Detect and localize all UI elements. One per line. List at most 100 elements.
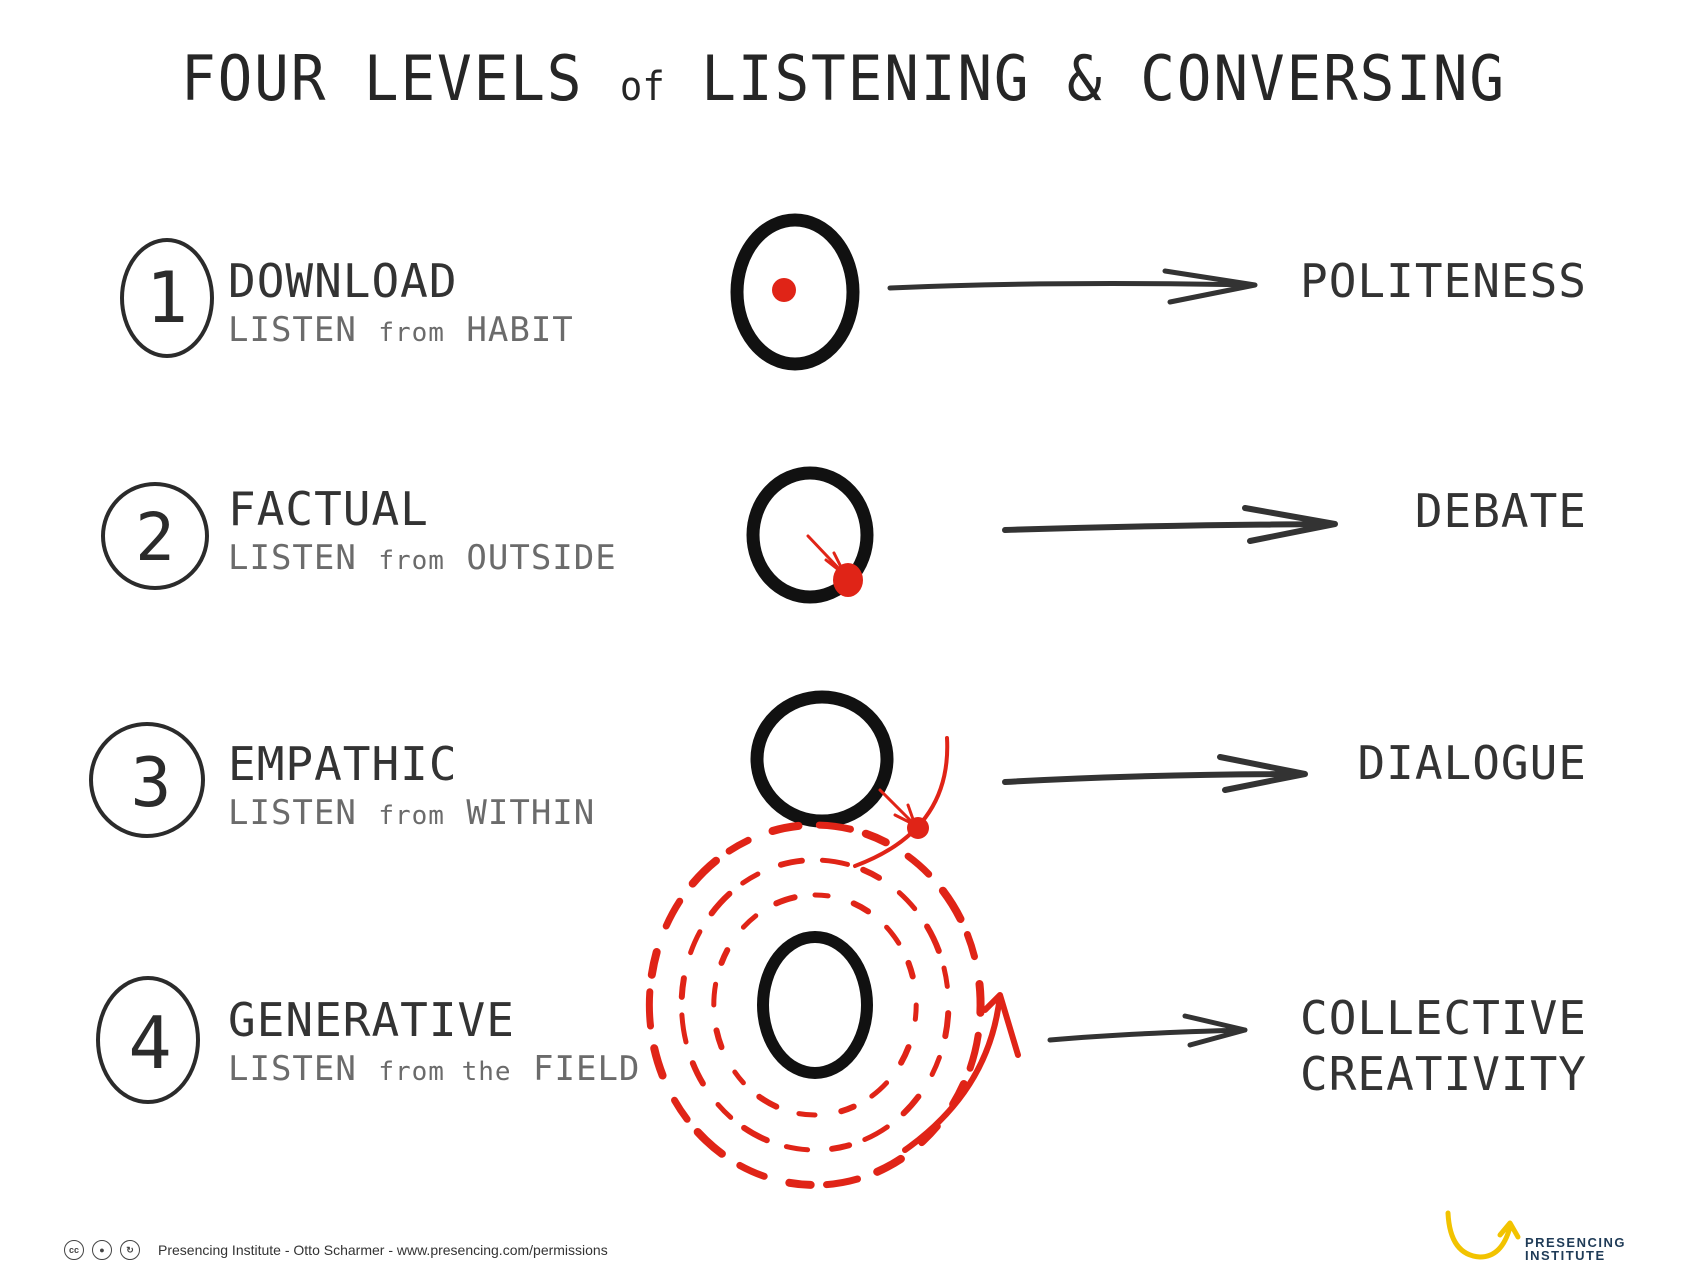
swirl-dash (873, 1154, 905, 1176)
swirl-dash (861, 829, 890, 847)
level-2-outcome: DEBATE (1414, 484, 1587, 538)
swirl-dash (679, 1012, 689, 1045)
swirl-dash (688, 929, 703, 956)
swirl-dash (693, 1128, 726, 1158)
swirl-dash (912, 1002, 919, 1022)
level-4-number: 4 (128, 1001, 171, 1085)
swirl-dash (860, 866, 882, 881)
level-4-field-swirl (645, 821, 985, 1189)
swirl-dash (941, 965, 950, 989)
by-icon: ● (92, 1240, 112, 1260)
swirl-dash (740, 871, 761, 886)
level-3-subtitle: LISTEN from WITHIN (228, 793, 595, 833)
swirl-dash (829, 1142, 853, 1152)
swirl-dash (662, 897, 684, 930)
swirl-dash (718, 947, 731, 966)
page-title: FOUR LEVELS of LISTENING & CONVERSING (59, 42, 1628, 115)
swirl-dash (838, 1103, 857, 1115)
logo-line-1: PRESENCING (1525, 1235, 1626, 1250)
swirl-dash (896, 890, 918, 912)
swirl-dash (740, 913, 759, 930)
swirl-dash (819, 857, 850, 867)
level-4-listen: LISTEN (228, 1049, 357, 1089)
level-3-number: 3 (131, 744, 172, 823)
level-4-name: GENERATIVE (228, 993, 515, 1047)
swirl-dash (777, 857, 805, 868)
level-4-outcome-line-2: CREATIVITY (1300, 1047, 1587, 1101)
level-2-subtitle: LISTEN from OUTSIDE (228, 538, 617, 578)
swirl-dash (904, 852, 933, 878)
swirl-dash (924, 923, 942, 954)
level-2-dot (833, 563, 863, 597)
swirl-dash (869, 1080, 890, 1099)
level-4-circle (757, 931, 873, 1079)
level-2-from: from (378, 546, 445, 576)
level-3-outcome: DIALOGUE (1357, 736, 1587, 790)
level-4-subtitle: LISTEN from the FIELD (228, 1049, 640, 1089)
swirl-dash (942, 1010, 952, 1040)
swirl-dash (862, 1124, 890, 1142)
swirl-dash (938, 886, 965, 923)
level-1-from: from (378, 318, 445, 348)
swirl-dash (815, 821, 854, 833)
license-footer: cc ● ↻ Presencing Institute - Otto Schar… (64, 1240, 608, 1260)
swirl-dash (905, 959, 916, 980)
swirl-dash (647, 948, 661, 979)
footer-credit: Presencing Institute - Otto Scharmer - w… (158, 1242, 608, 1258)
level-1-name: DOWNLOAD (228, 254, 458, 308)
sa-icon: ↻ (120, 1240, 140, 1260)
level-1-number: 1 (146, 257, 188, 339)
level-2-circle (746, 466, 874, 604)
swirl-dash (898, 1044, 912, 1066)
level-1-listen: LISTEN (228, 310, 357, 350)
level-3-number-circle: 3 (89, 722, 205, 838)
level-2-name: FACTUAL (228, 482, 429, 536)
logo-line-2: INSTITUTE (1525, 1248, 1606, 1263)
level-3-name: EMPATHIC (228, 737, 458, 791)
swirl-dash (711, 981, 719, 1008)
swirl-dash (783, 1144, 811, 1153)
swirl-dash (768, 821, 803, 835)
swirl-dash (736, 1161, 768, 1180)
title-part-1: FOUR LEVELS (181, 42, 584, 115)
swirl-dash (671, 1096, 691, 1123)
swirl-dash (678, 975, 687, 1000)
title-of: of (619, 64, 665, 110)
level-3-circle (750, 690, 894, 828)
swirl-dash (756, 1093, 780, 1110)
swirl-dash (929, 1054, 942, 1077)
level-4-number-circle: 4 (96, 976, 200, 1104)
swirl-dash (732, 1069, 746, 1086)
level-1-subtitle: LISTEN from HABIT (228, 310, 574, 350)
swirl-dash (850, 900, 872, 915)
swirl-dash (975, 980, 985, 1017)
cc-icon: cc (64, 1240, 84, 1260)
swirl-dash (963, 931, 978, 961)
level-4-field-arrow (902, 992, 1021, 1153)
swirl-dash (741, 1124, 770, 1144)
level-3-dot (907, 817, 929, 839)
swirl-dash (645, 988, 654, 1030)
swirl-dash (650, 1044, 667, 1080)
swirl-dash (823, 1175, 861, 1189)
level-4-from: from the (378, 1057, 512, 1087)
level-1-dot (772, 278, 796, 302)
swirl-dash (966, 1031, 982, 1072)
level-3-pointer (878, 788, 918, 828)
swirl-dash (773, 894, 798, 907)
swirl-dash (796, 1111, 818, 1118)
level-2-number: 2 (135, 499, 175, 576)
level-1-circle (730, 213, 860, 371)
swirl-dash (689, 1060, 706, 1087)
level-1-arrow (887, 268, 1258, 305)
swirl-dash (713, 1027, 725, 1051)
swirl-dash (725, 836, 752, 855)
level-4-outcome-line-1: COLLECTIVE (1300, 991, 1587, 1045)
level-1-source: HABIT (466, 310, 574, 350)
level-2-source: OUTSIDE (466, 538, 617, 578)
level-4-arrow (1047, 1013, 1248, 1048)
swirl-dash (688, 856, 720, 888)
swirl-dash (884, 924, 902, 946)
level-1-number-circle: 1 (120, 238, 214, 358)
level-3-source: WITHIN (466, 793, 596, 833)
